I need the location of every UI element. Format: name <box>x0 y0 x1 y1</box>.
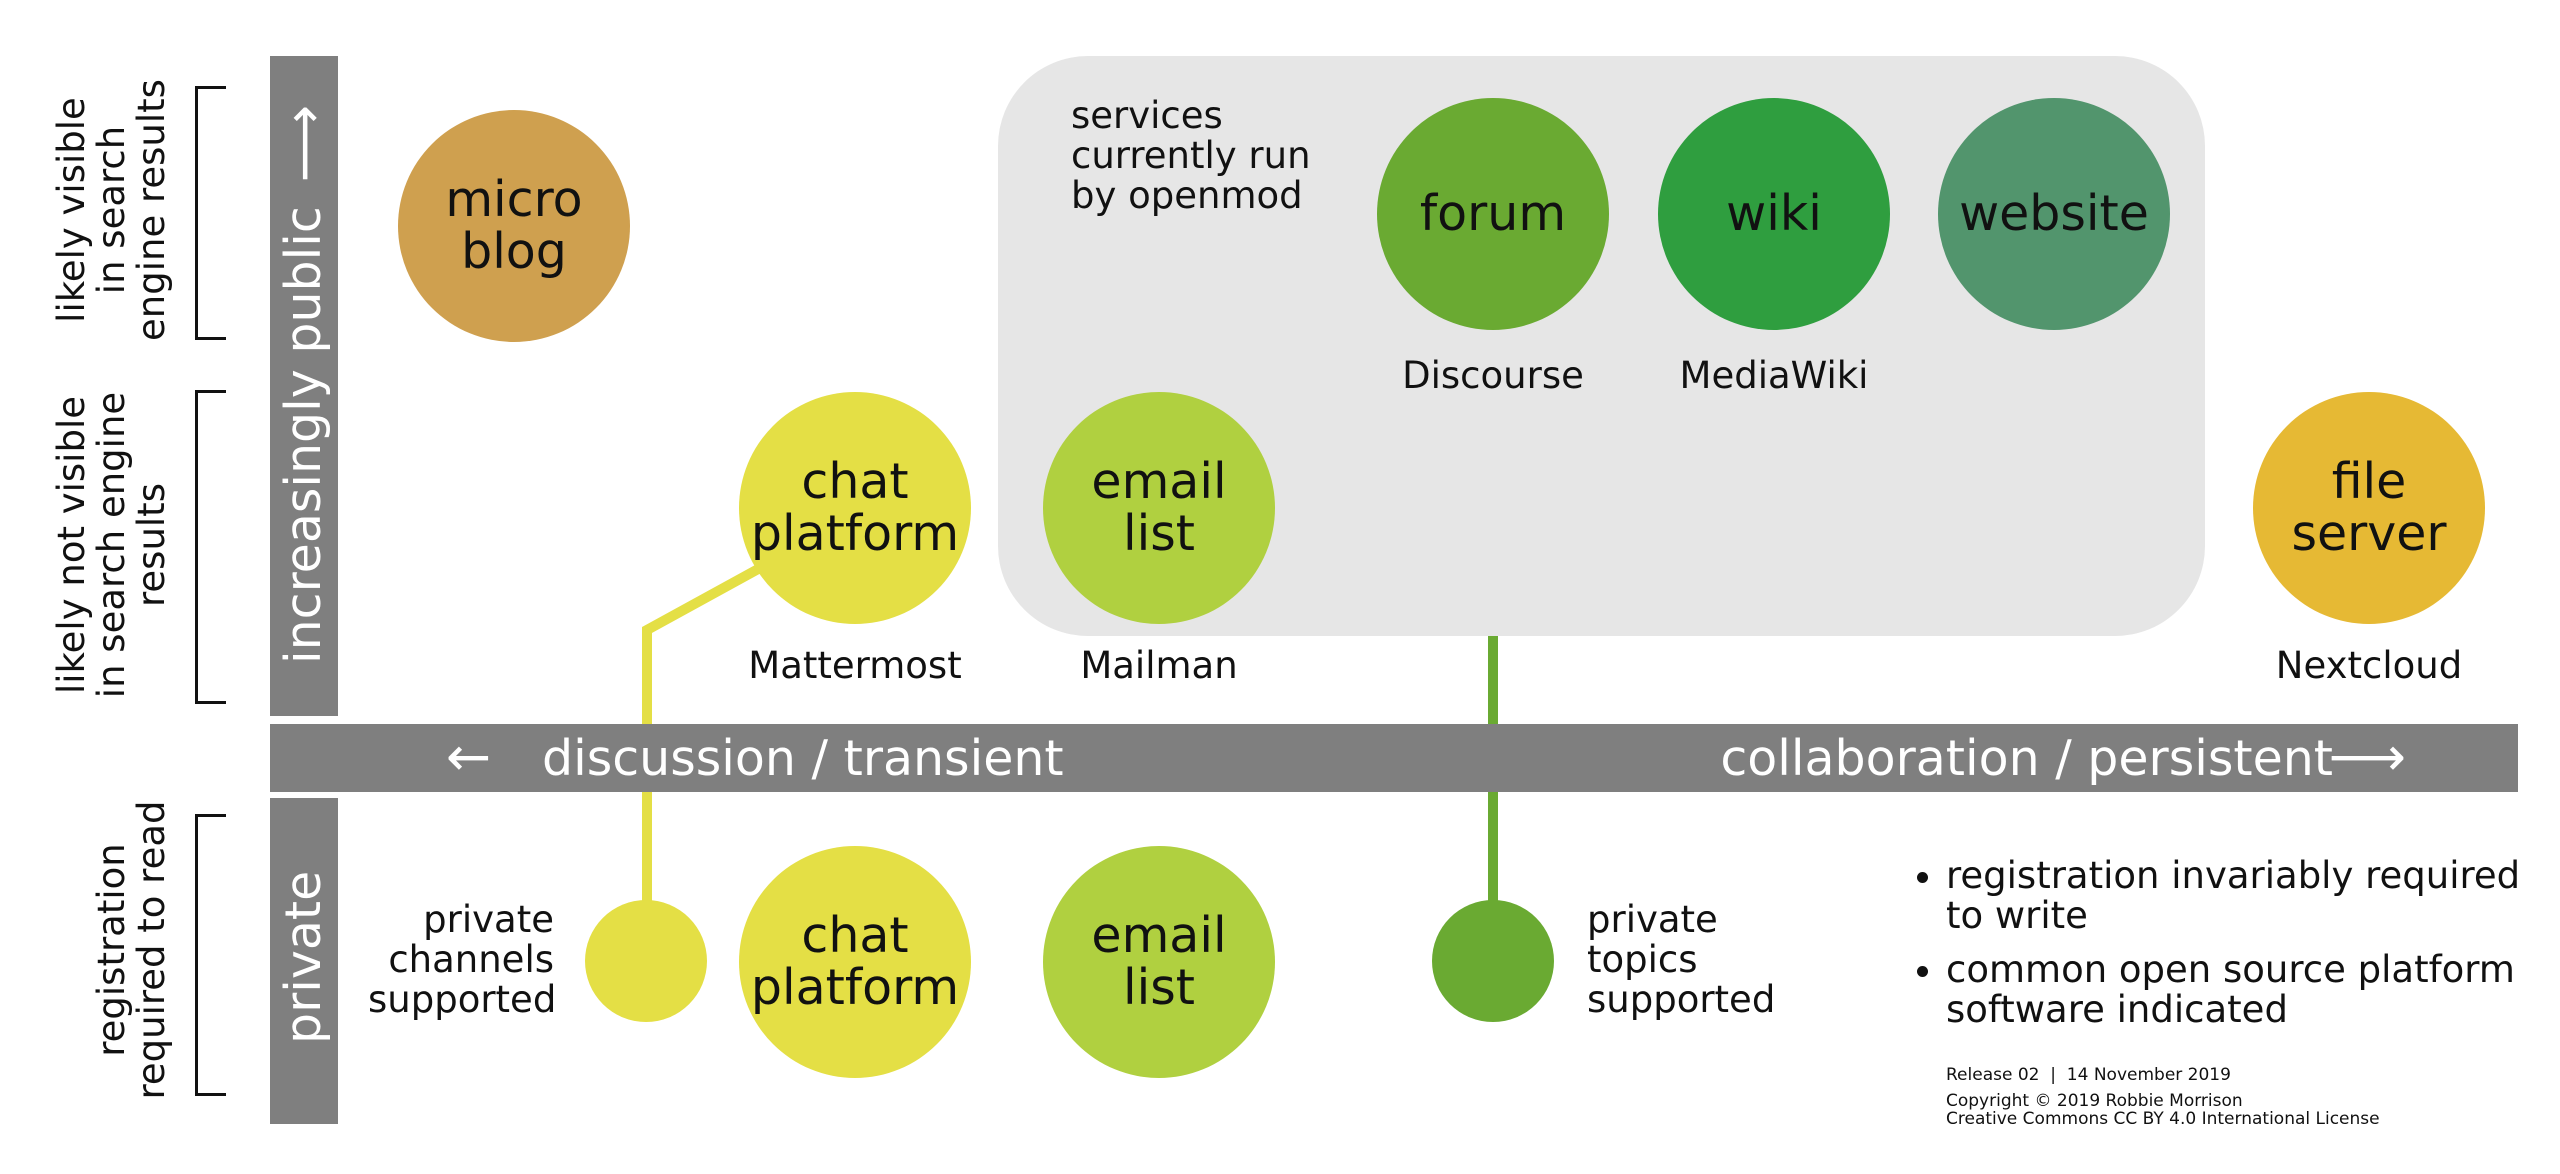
search-not-visible-label: likely not visible in search engine resu… <box>50 391 173 699</box>
email-private-label-line-2: list <box>1123 959 1195 1016</box>
chat-private-label-line-1: chat <box>801 907 909 964</box>
horizontal-axis-bar: ← discussion / transient collaboration /… <box>270 724 2518 792</box>
website-label: website <box>1959 185 2149 242</box>
mediawiki-platform-label: MediaWiki <box>1679 354 1869 397</box>
mattermost-platform-label: Mattermost <box>748 644 962 687</box>
search-visible-label: likely visible in search engine results <box>50 79 173 341</box>
bracket-search-not-visible <box>195 390 226 704</box>
registration-read-label: registration required to read <box>90 800 173 1100</box>
email-list-public-circle: email list <box>1043 392 1275 624</box>
wiki-circle: wiki <box>1658 98 1890 330</box>
license-info: Creative Commons CC BY 4.0 International… <box>1946 1109 2380 1129</box>
bracket-registration-read <box>195 814 226 1096</box>
website-circle: website <box>1938 98 2170 330</box>
chat-platform-public-circle: chat platform <box>739 392 971 624</box>
email-list-private-circle: email list <box>1043 846 1275 1078</box>
private-axis-bar: private <box>270 798 338 1124</box>
private-topics-label: private topics supported <box>1587 898 1776 1021</box>
up-arrow-icon: ⟶ <box>272 104 335 183</box>
forum-label: forum <box>1419 185 1567 242</box>
public-axis-bar: increasingly public ⟶ <box>270 56 338 716</box>
private-channels-label: private channels supported <box>368 898 557 1021</box>
increasingly-public-label: increasingly public <box>275 206 332 664</box>
file-server-label-line-2: server <box>2291 505 2447 562</box>
private-topics-dot <box>1432 900 1554 1022</box>
forum-circle: forum <box>1377 98 1609 330</box>
collaboration-persistent-label: collaboration / persistent <box>1720 730 2333 787</box>
microblog-label-line-1: micro <box>445 171 583 228</box>
chat-private-channel-line <box>642 563 763 905</box>
discourse-platform-label: Discourse <box>1402 354 1584 397</box>
wiki-label: wiki <box>1726 185 1822 242</box>
email-public-label-line-2: list <box>1123 505 1195 562</box>
bracket-search-visible <box>195 86 226 340</box>
email-public-label-line-1: email <box>1091 453 1227 510</box>
private-label: private <box>275 870 332 1044</box>
chat-public-label-line-1: chat <box>801 453 909 510</box>
chat-public-label-line-2: platform <box>750 505 960 562</box>
microblog-label-line-2: blog <box>461 223 567 280</box>
openmod-services-label: services currently run by openmod <box>1071 94 1311 217</box>
discussion-transient-label: discussion / transient <box>542 730 1064 787</box>
note-item: common open source platform software ind… <box>1946 950 2546 1030</box>
mailman-platform-label: Mailman <box>1080 644 1238 687</box>
right-arrow-icon: ⟶ <box>2328 725 2406 788</box>
copyright-info: Copyright © 2019 Robbie Morrison <box>1946 1091 2243 1111</box>
left-arrow-icon: ← <box>446 725 492 788</box>
chat-platform-private-circle: chat platform <box>739 846 971 1078</box>
note-item: registration invariably required to writ… <box>1946 856 2546 936</box>
chat-private-label-line-2: platform <box>750 959 960 1016</box>
nextcloud-platform-label: Nextcloud <box>2275 644 2463 687</box>
email-private-label-line-1: email <box>1091 907 1227 964</box>
file-server-circle: file server <box>2253 392 2485 624</box>
microblog-circle: micro blog <box>398 110 630 342</box>
release-info: Release 02 | 14 November 2019 <box>1946 1065 2231 1085</box>
notes-list: registration invariably required to writ… <box>1910 856 2546 1044</box>
file-server-label-line-1: file <box>2331 453 2407 510</box>
private-channels-dot <box>585 900 707 1022</box>
